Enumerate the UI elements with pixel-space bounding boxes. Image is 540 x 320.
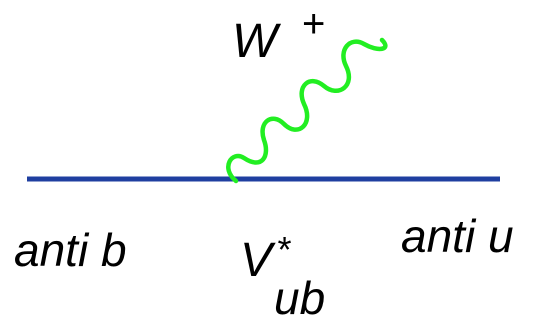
incoming-antiquark-label: anti b [14,224,127,276]
outgoing-antiquark-label: anti u [401,210,514,262]
ckm-conjugate-mark: * [276,229,291,270]
ckm-element-subscript: ub [274,272,325,320]
w-boson-label: W [232,15,282,68]
w-boson-charge: + [302,2,325,46]
w-boson-propagator [226,37,388,184]
ckm-element-symbol: V [240,234,276,287]
